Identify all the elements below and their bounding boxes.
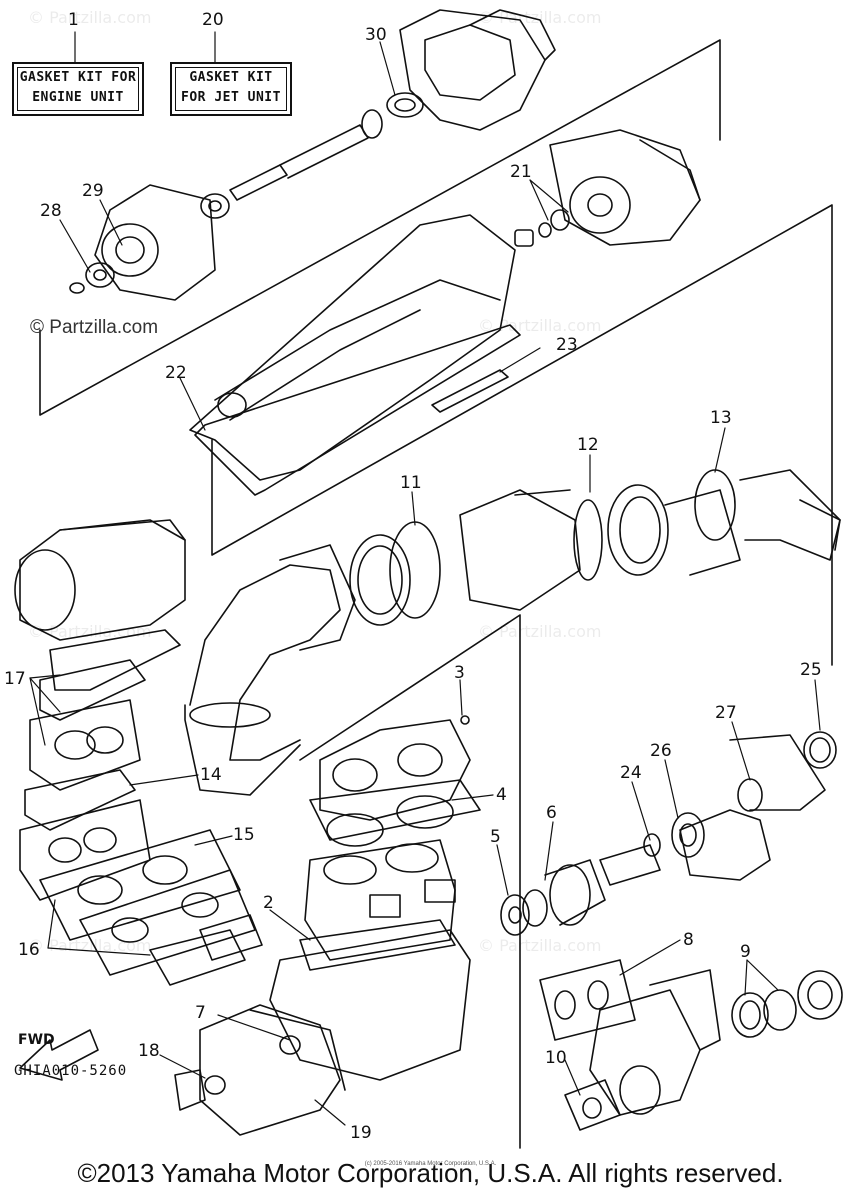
callout-26: 26 [650,741,672,761]
intake-duct [189,214,521,496]
jet-kit-line1: GASKET KIT [189,70,273,85]
exhaust-elbow [184,564,341,796]
callout-22: 22 [165,363,187,383]
fwd-arrow-icon [19,1029,99,1081]
callout-7: 7 [195,1003,206,1023]
callout-10: 10 [545,1048,567,1068]
callout-27: 27 [715,703,737,723]
callout-1: 1 [68,10,79,30]
coupler-assembly [500,833,661,936]
callout-8: 8 [683,930,694,950]
partzilla-notice: © Partzilla.com [30,317,159,338]
cylinder-head [309,715,481,847]
callout-14: 14 [200,765,222,785]
leader-lines [29,31,821,1126]
front-housing-left [69,184,216,301]
callout-30: 30 [365,25,387,45]
callout-20: 20 [202,10,224,30]
callout-2: 2 [263,893,274,913]
callout-24: 24 [620,763,642,783]
callout-17: 17 [4,669,26,689]
watermark: © Partzilla.com [478,8,602,27]
engine-kit-line2: ENGINE UNIT [32,90,124,105]
callout-9: 9 [740,942,751,962]
watermark: © Partzilla.com [478,622,602,641]
impeller-housing-right [514,129,701,247]
callout-19: 19 [350,1123,372,1143]
callout-18: 18 [138,1041,160,1061]
duct-gasket [194,324,521,496]
jet-pump-housing [386,9,556,131]
callout-16: 16 [18,940,40,960]
bearing-housing [671,731,837,881]
watermark: © Partzilla.com [28,622,152,641]
callout-29: 29 [82,181,104,201]
hull-frame [211,204,833,666]
jet-gasket-kit-label: GASKET KIT FOR JET UNIT [170,62,292,116]
watermark: © Partzilla.com [478,316,602,335]
watermark: © Partzilla.com [28,936,152,955]
diagram-code: GHIA010-5260 [14,1063,128,1079]
watermark: © Partzilla.com [28,8,152,27]
callout-25: 25 [800,660,822,680]
callout-13: 13 [710,408,732,428]
reed-valve-gaskets [39,829,263,986]
callout-numbers: 30 21 29 28 23 22 13 12 11 17 3 25 27 26… [4,25,822,1143]
callout-23: 23 [556,335,578,355]
drive-shaft [200,109,383,219]
callout-11: 11 [400,473,422,493]
flywheel-cover [174,1004,346,1136]
copyright-notice: ©2013 Yamaha Motor Corporation, U.S.A. A… [77,1158,784,1188]
callout-6: 6 [546,803,557,823]
watermark: © Partzilla.com [478,936,602,955]
callout-5: 5 [490,827,501,847]
callout-4: 4 [496,785,507,805]
jet-kit-line2: FOR JET UNIT [181,90,281,105]
water-box-left [14,519,186,641]
engine-kit-line1: GASKET KIT FOR [19,70,137,85]
callout-21: 21 [510,162,532,182]
callout-3: 3 [454,663,465,683]
engine-gasket-kit-label: GASKET KIT FOR ENGINE UNIT [12,62,144,116]
copyright-fine-print: (c) 2005-2016 Yamaha Motor Corporation, … [364,1161,497,1167]
cylinder-block [304,839,456,961]
jet-unit-frame [39,39,721,416]
seal-strip [431,369,509,413]
exhaust-manifold [539,959,843,1131]
fwd-label: FWD [18,1032,55,1048]
callout-28: 28 [40,201,62,221]
callout-15: 15 [233,825,255,845]
callout-12: 12 [577,435,599,455]
engine-frame [299,614,521,1149]
intake-stack-left [19,629,181,901]
crankcase [269,919,471,1081]
